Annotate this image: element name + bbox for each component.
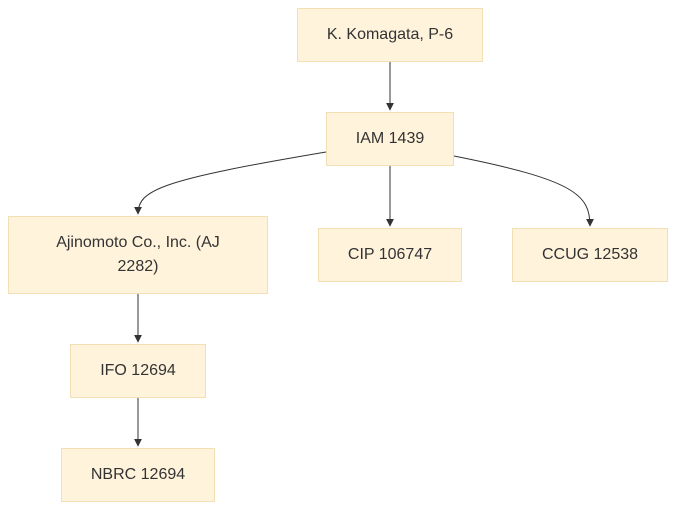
edge-iam-to-ajinomoto (134, 151, 327, 215)
node-label: Ajinomoto Co., Inc. (AJ 2282) (56, 234, 220, 275)
node-ifo-12694: IFO 12694 (70, 344, 206, 398)
node-ajinomoto-aj-2282: Ajinomoto Co., Inc. (AJ 2282) (8, 216, 268, 294)
node-nbrc-12694: NBRC 12694 (61, 448, 215, 502)
node-label: CIP 106747 (347, 246, 433, 263)
node-label: K. Komagata, P-6 (326, 26, 454, 43)
node-ccug-12538: CCUG 12538 (512, 228, 668, 282)
node-label: CCUG 12538 (541, 246, 639, 263)
edge-iam-to-ccug (453, 155, 594, 227)
node-label: IFO 12694 (100, 362, 176, 379)
node-iam-1439: IAM 1439 (326, 112, 454, 166)
node-label: NBRC 12694 (90, 466, 186, 483)
node-k-komagata-p6: K. Komagata, P-6 (297, 8, 483, 62)
node-cip-106747: CIP 106747 (318, 228, 462, 282)
node-label: IAM 1439 (355, 130, 425, 147)
